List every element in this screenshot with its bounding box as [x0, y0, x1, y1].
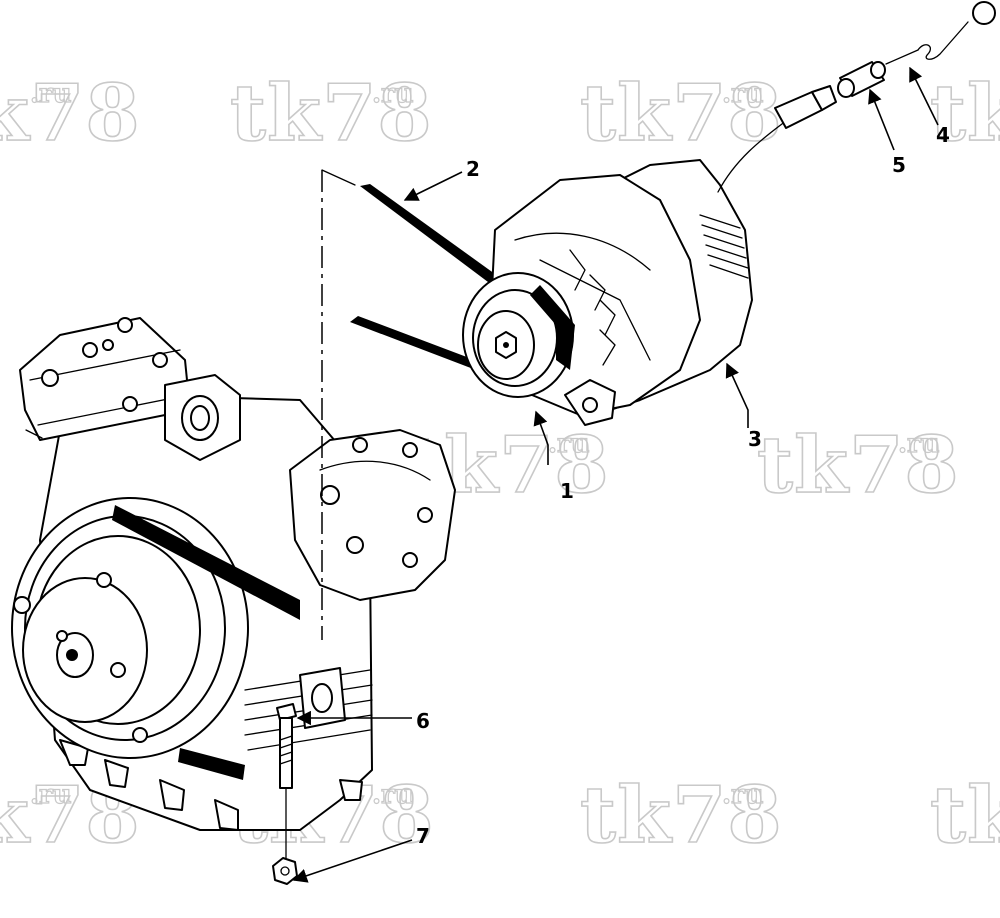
watermark-10: tk78.ru: [579, 769, 783, 862]
callout-6: 6: [416, 709, 430, 733]
watermark-3: tk78.ru: [579, 67, 783, 160]
watermark-11: tk78: [929, 769, 1000, 862]
callout-4: 4: [936, 123, 950, 147]
watermark-2: tk78.ru: [229, 67, 433, 160]
svg-text:tk78: tk78: [580, 68, 783, 159]
svg-text:.ru: .ru: [722, 780, 764, 810]
connector-and-wire: [837, 1, 996, 98]
watermark-4: tk78: [929, 67, 1000, 160]
svg-text:.ru: .ru: [548, 429, 590, 459]
svg-text:.ru: .ru: [30, 780, 72, 810]
callout-2: 2: [466, 157, 480, 181]
svg-text:.ru: .ru: [30, 79, 72, 109]
svg-text:.ru: .ru: [722, 79, 764, 109]
svg-text:tk78: tk78: [930, 770, 1000, 861]
watermark-7: tk78.ru: [756, 419, 960, 512]
callout-5: 5: [892, 153, 906, 177]
compressor-assembly: [11, 317, 456, 831]
alternator-assembly: [462, 85, 837, 426]
callout-labels: 1 2 3 4 5 6 7: [416, 123, 950, 848]
callout-leaders: [292, 66, 939, 883]
centerline-cap: [321, 169, 356, 186]
svg-text:.ru: .ru: [898, 429, 940, 459]
svg-text:.ru: .ru: [372, 780, 414, 810]
callout-7: 7: [416, 824, 430, 848]
svg-text:tk78: tk78: [930, 68, 1000, 159]
callout-3: 3: [748, 427, 762, 451]
callout-1: 1: [560, 479, 574, 503]
watermark-1: tk78.ru: [0, 67, 141, 160]
svg-text:.ru: .ru: [372, 79, 414, 109]
drive-belt: [350, 184, 520, 370]
svg-text:tk78: tk78: [580, 770, 783, 861]
svg-text:tk78: tk78: [230, 68, 433, 159]
svg-text:tk78: tk78: [757, 420, 960, 511]
svg-text:tk78: tk78: [0, 68, 141, 159]
